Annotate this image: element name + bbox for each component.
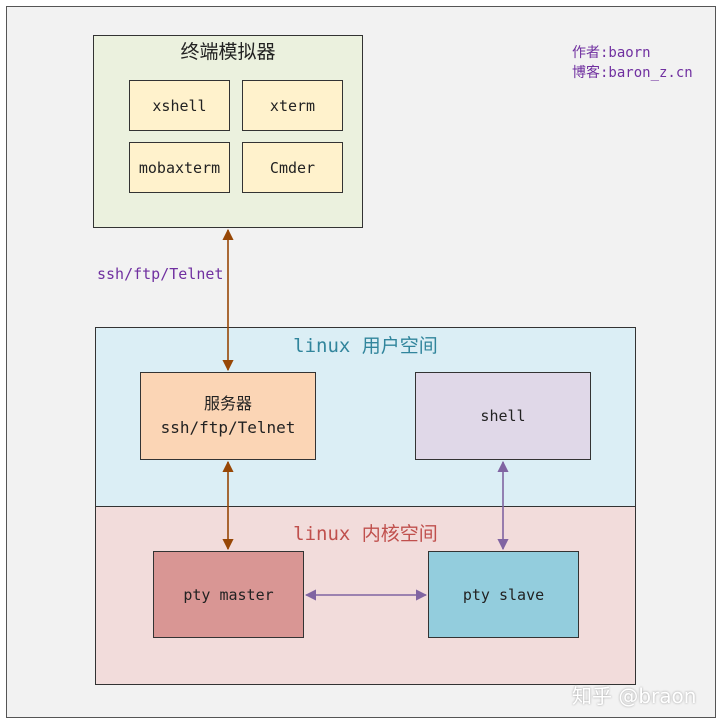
author-line: 作者:baorn (572, 45, 651, 61)
blog-line: 博客:baron_z.cn (572, 65, 693, 81)
kernel-space-title: linux 内核空间 (293, 522, 438, 545)
tool-cmder: Cmder (242, 142, 343, 193)
tool-xshell: xshell (129, 80, 230, 131)
protocol-label: ssh/ftp/Telnet (97, 265, 224, 283)
server-box: 服务器 ssh/ftp/Telnet (140, 372, 316, 460)
pty-slave-box: pty slave (428, 551, 579, 638)
terminal-emulator-title: 终端模拟器 (180, 40, 276, 63)
tool-xterm: xterm (242, 80, 343, 131)
watermark: 知乎 @braon (572, 684, 697, 708)
author-info: 作者:baorn 博客:baron_z.cn (572, 43, 693, 83)
server-label: 服务器 (203, 394, 252, 413)
pty-master-box: pty master (153, 551, 304, 638)
terminal-emulator-group (93, 35, 363, 228)
user-space-title: linux 用户空间 (293, 334, 438, 357)
tool-mobaxterm: mobaxterm (129, 142, 230, 193)
shell-box: shell (415, 372, 591, 460)
server-protocols: ssh/ftp/Telnet (160, 418, 296, 437)
